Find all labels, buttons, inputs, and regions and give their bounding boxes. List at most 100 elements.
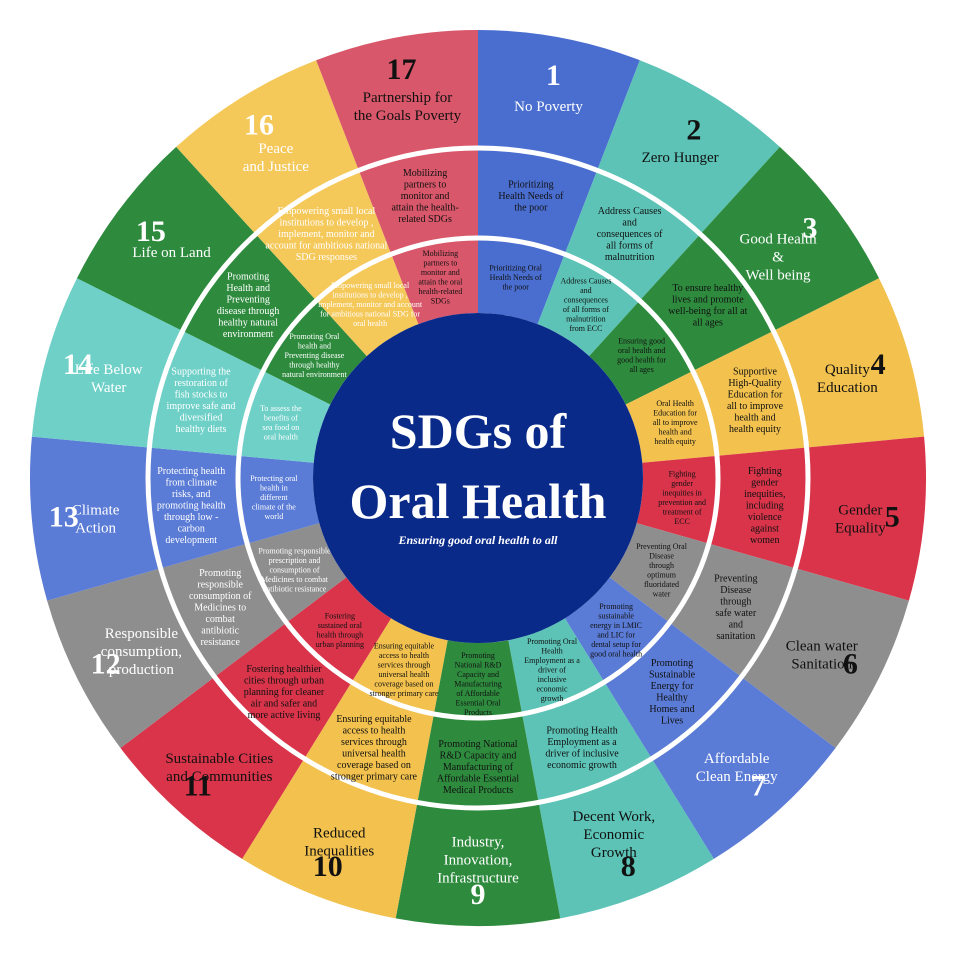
goal-number-4: 4 bbox=[871, 348, 886, 381]
center-title-line2: Oral Health bbox=[350, 473, 607, 529]
sector-goal-14 bbox=[31, 278, 264, 456]
goal-sectors bbox=[29, 30, 926, 927]
sector-goal-5 bbox=[708, 436, 926, 601]
inner-divider-ring bbox=[235, 235, 721, 721]
sector-goal-7 bbox=[604, 622, 836, 859]
sector-goal-17 bbox=[316, 30, 478, 255]
sector-goal-15 bbox=[76, 146, 317, 372]
goal-number-6: 6 bbox=[843, 647, 858, 680]
inner-sector-goal-8 bbox=[508, 618, 605, 714]
goal-label-15: Life on Land bbox=[132, 245, 211, 261]
inner-sector-goal-13 bbox=[238, 455, 320, 544]
inner-sector-goal-14 bbox=[239, 371, 331, 463]
sector-goal-12 bbox=[47, 543, 287, 748]
inner-sector-goal-11 bbox=[286, 577, 392, 683]
sector-goal-11 bbox=[120, 622, 352, 859]
sector-goal-6 bbox=[669, 543, 909, 748]
sector-goal-10 bbox=[242, 682, 434, 919]
goal-number-1: 1 bbox=[546, 59, 561, 92]
inner-sector-goal-5 bbox=[636, 455, 718, 544]
center-circle bbox=[313, 313, 643, 643]
inner-sector-goal-15 bbox=[263, 300, 367, 405]
sector-goal-4 bbox=[692, 278, 925, 456]
sector-goal-2 bbox=[564, 60, 780, 301]
goal-number-3: 3 bbox=[802, 211, 817, 244]
goal-number-11: 11 bbox=[184, 769, 212, 802]
goal-number-14: 14 bbox=[63, 348, 93, 381]
goal-number-5: 5 bbox=[885, 500, 900, 533]
inner-sector-goal-9 bbox=[433, 640, 523, 719]
center-subtitle: Ensuring good oral health to all bbox=[397, 533, 558, 547]
inner-sector-goal-1 bbox=[478, 238, 565, 325]
goal-number-12: 12 bbox=[91, 647, 121, 680]
goal-number-10: 10 bbox=[313, 850, 343, 883]
goal-number-17: 17 bbox=[387, 53, 417, 86]
inner-sector-goal-10 bbox=[351, 618, 448, 714]
sector-goal-9 bbox=[395, 713, 561, 927]
outer-divider-ring bbox=[145, 145, 811, 811]
inner-sector-goal-2 bbox=[537, 254, 640, 357]
goal-label-1: No Poverty bbox=[514, 99, 583, 115]
goal-number-2: 2 bbox=[686, 113, 701, 146]
goal-label-9: Industry,Innovation,Infrastructure bbox=[437, 834, 519, 886]
sector-goal-16 bbox=[176, 60, 392, 301]
inner-sector-goal-4 bbox=[625, 371, 717, 463]
goal-number-8: 8 bbox=[621, 850, 636, 883]
goal-number-16: 16 bbox=[244, 108, 274, 141]
goal-number-7: 7 bbox=[751, 769, 766, 802]
sector-goal-8 bbox=[522, 682, 714, 919]
sector-goal-3 bbox=[639, 146, 880, 372]
inner-sector-goal-7 bbox=[564, 577, 670, 683]
goal-number-15: 15 bbox=[136, 215, 166, 248]
sector-goal-1 bbox=[478, 30, 640, 255]
goal-label-3: Good Health&Well being bbox=[740, 232, 818, 284]
goal-number-9: 9 bbox=[471, 878, 486, 911]
ring-dividers bbox=[145, 145, 811, 811]
inner-sector-goal-16 bbox=[316, 254, 419, 357]
